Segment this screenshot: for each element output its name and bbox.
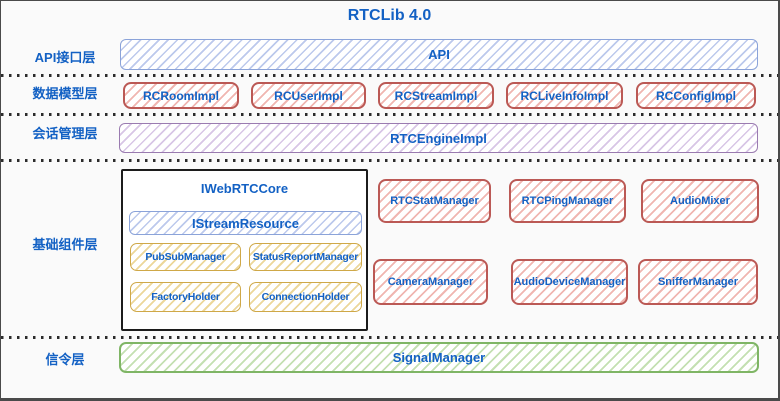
layer-label-api: API接口层 — [34, 50, 96, 65]
box-audiomixer: AudioMixer — [641, 179, 759, 223]
box-rcconfigimpl: RCConfigImpl — [636, 82, 756, 109]
layer-label-session: 会话管理层 — [32, 126, 98, 141]
box-istreamresource: IStreamResource — [129, 211, 362, 235]
box-api: API — [120, 39, 758, 70]
box-rcliveinfoimpl: RCLiveInfoImpl — [506, 82, 623, 109]
box-statusreportmanager: StatusReportManager — [249, 243, 362, 271]
box-rtcpingmanager: RTCPingManager — [509, 179, 626, 223]
layer-divider-2 — [1, 113, 778, 116]
box-rcstreamimpl: RCStreamImpl — [378, 82, 494, 109]
layer-divider-3 — [1, 159, 778, 162]
box-rcuserimpl: RCUserImpl — [251, 82, 366, 109]
box-signalmanager: SignalManager — [119, 342, 759, 373]
box-connectionholder: ConnectionHolder — [249, 282, 362, 312]
box-rtcstatmanager: RTCStatManager — [378, 179, 491, 223]
box-pubsubmanager: PubSubManager — [130, 243, 241, 271]
iwebrtccore-title: IWebRTCCore — [200, 181, 289, 196]
layer-divider-4 — [1, 336, 778, 339]
layer-divider-1 — [1, 74, 778, 77]
layer-label-data-model: 数据模型层 — [32, 86, 98, 101]
box-audiodevicemanager: AudioDeviceManager — [511, 259, 628, 305]
iwebrtccore-container: IWebRTCCore IStreamResource PubSubManage… — [121, 169, 368, 331]
box-sniffermanager: SnifferManager — [638, 259, 758, 305]
box-factoryholder: FactoryHolder — [130, 282, 241, 312]
layer-label-base: 基础组件层 — [32, 237, 98, 252]
box-rtcengineimpl: RTCEngineImpl — [119, 123, 758, 153]
diagram-title: RTCLib 4.0 — [347, 7, 432, 24]
box-cameramanager: CameraManager — [373, 259, 488, 305]
layer-label-signal: 信令层 — [45, 352, 85, 367]
box-rcroomimpl: RCRoomImpl — [123, 82, 239, 109]
